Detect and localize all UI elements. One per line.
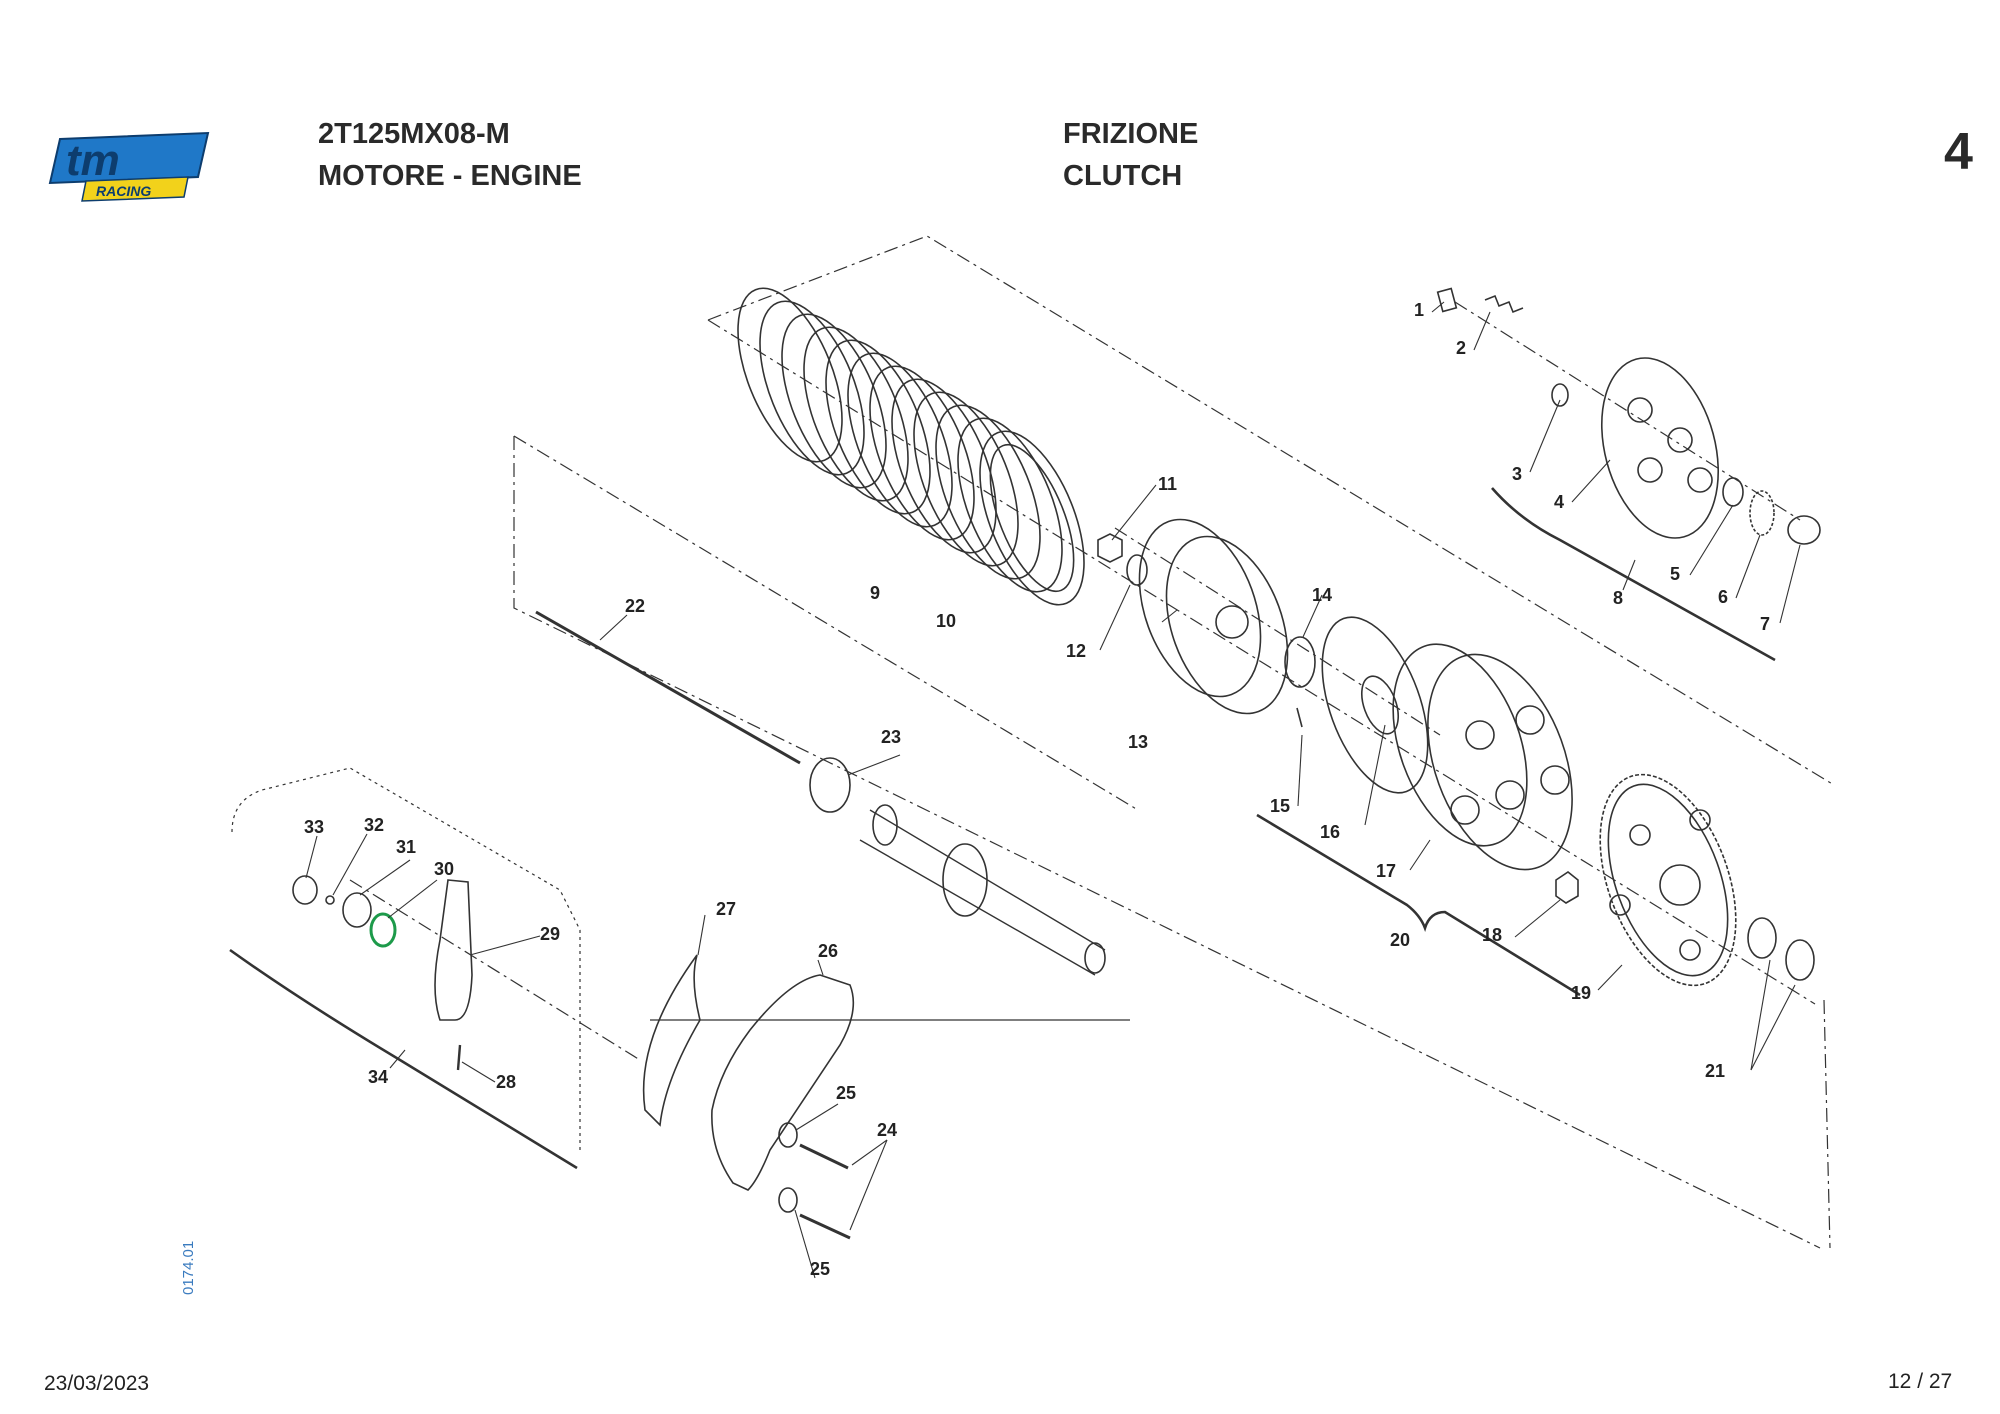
guide-lines — [349, 235, 1835, 1249]
spring-2 — [1484, 294, 1524, 314]
group-title-en: CLUTCH — [1063, 160, 1183, 192]
label-part-32: 32 — [364, 815, 384, 835]
label-part-26: 26 — [818, 941, 838, 961]
label-part-25b: 25 — [810, 1259, 830, 1279]
tm-racing-logo: tm RACING — [48, 131, 210, 202]
label-part-24: 24 — [877, 1120, 897, 1140]
label-part-27: 27 — [716, 899, 736, 919]
screw-28 — [456, 1044, 462, 1071]
label-part-19: 19 — [1571, 983, 1591, 1003]
label-part-5: 5 — [1670, 564, 1680, 584]
bearing-21a — [1747, 917, 1777, 959]
plate-33 — [292, 875, 318, 905]
gearbox-shaft — [859, 804, 1106, 976]
bushing-25a — [778, 1122, 798, 1148]
bushing-25b — [778, 1187, 798, 1213]
label-part-7: 7 — [1760, 614, 1770, 634]
label-part-11: 11 — [1158, 474, 1177, 494]
label-part-12: 12 — [1066, 641, 1086, 661]
label-part-15: 15 — [1270, 796, 1290, 816]
label-part-20: 20 — [1390, 930, 1410, 950]
label-part-21: 21 — [1705, 1061, 1725, 1081]
bearing-6 — [1749, 490, 1775, 536]
thrust-washer-14 — [1284, 636, 1316, 688]
plate-16 — [1321, 616, 1429, 794]
seal-31 — [342, 892, 372, 928]
label-part-9: 9 — [870, 583, 880, 603]
slave-cylinder-29 — [434, 879, 473, 1021]
label-part-29: 29 — [540, 924, 560, 944]
pushrod-22 — [535, 610, 801, 765]
page-number: 12 / 27 — [1888, 1370, 1953, 1393]
clutch-hub-13 — [1138, 518, 1289, 715]
bracket-34 — [229, 948, 578, 1170]
cover-26 — [711, 974, 855, 1191]
label-part-6: 6 — [1718, 587, 1728, 607]
washer-12 — [1126, 554, 1148, 586]
label-part-28: 28 — [496, 1072, 516, 1092]
washer-5 — [1722, 477, 1744, 507]
label-part-16: 16 — [1320, 822, 1340, 842]
slave-cylinder-group — [229, 875, 578, 1170]
document-id: 0174.01 — [180, 1240, 197, 1295]
label-part-25a: 25 — [836, 1083, 856, 1103]
bracket-8 — [1491, 487, 1776, 662]
circlip-3 — [1551, 383, 1569, 407]
leader-lines — [305, 301, 1801, 1279]
label-part-8: 8 — [1613, 588, 1623, 608]
label-part-2: 2 — [1456, 338, 1466, 358]
bracket-20 — [1256, 813, 1581, 997]
label-part-4: 4 — [1554, 492, 1564, 512]
print-date: 23/03/2023 — [44, 1372, 150, 1395]
label-part-33: 33 — [304, 817, 324, 837]
bushing-18 — [1555, 871, 1579, 904]
label-part-31: 31 — [396, 837, 416, 857]
label-part-14: 14 — [1312, 585, 1332, 605]
group-title-it: FRIZIONE — [1063, 118, 1199, 150]
label-part-10: 10 — [936, 611, 956, 631]
screw-24b — [799, 1213, 851, 1240]
oring-30 — [369, 912, 397, 948]
label-part-17: 17 — [1376, 861, 1396, 881]
logo-text: tm — [66, 136, 120, 185]
logo-sub: RACING — [96, 183, 151, 199]
nut-11 — [1097, 533, 1123, 563]
table-number: 4 — [1944, 123, 1973, 181]
bolt-1 — [1436, 287, 1458, 313]
pin-15 — [1296, 707, 1303, 728]
pushrod-piece-7 — [1787, 515, 1821, 545]
label-part-23: 23 — [881, 727, 901, 747]
component-34-region — [231, 767, 581, 1150]
ball-32 — [325, 895, 335, 905]
clutch-plates-stack — [737, 287, 1085, 606]
label-part-22: 22 — [625, 596, 645, 616]
washer-23 — [809, 757, 851, 813]
clutch-housing-17 — [1392, 643, 1573, 871]
model-code: 2T125MX08-M — [318, 118, 510, 150]
pressure-plate-group — [1436, 287, 1821, 662]
pressure-plate-4 — [1600, 357, 1720, 539]
label-part-30: 30 — [434, 859, 454, 879]
primary-gear-19 — [1599, 773, 1737, 987]
label-part-13: 13 — [1128, 732, 1148, 752]
guide-27 — [642, 954, 701, 1127]
bearing-21b — [1785, 939, 1815, 981]
label-part-34: 34 — [368, 1067, 388, 1087]
label-part-1: 1 — [1414, 300, 1424, 320]
screw-24a — [799, 1143, 849, 1170]
label-part-18: 18 — [1482, 925, 1502, 945]
label-part-3: 3 — [1512, 464, 1522, 484]
section-title: MOTORE - ENGINE — [318, 160, 582, 192]
